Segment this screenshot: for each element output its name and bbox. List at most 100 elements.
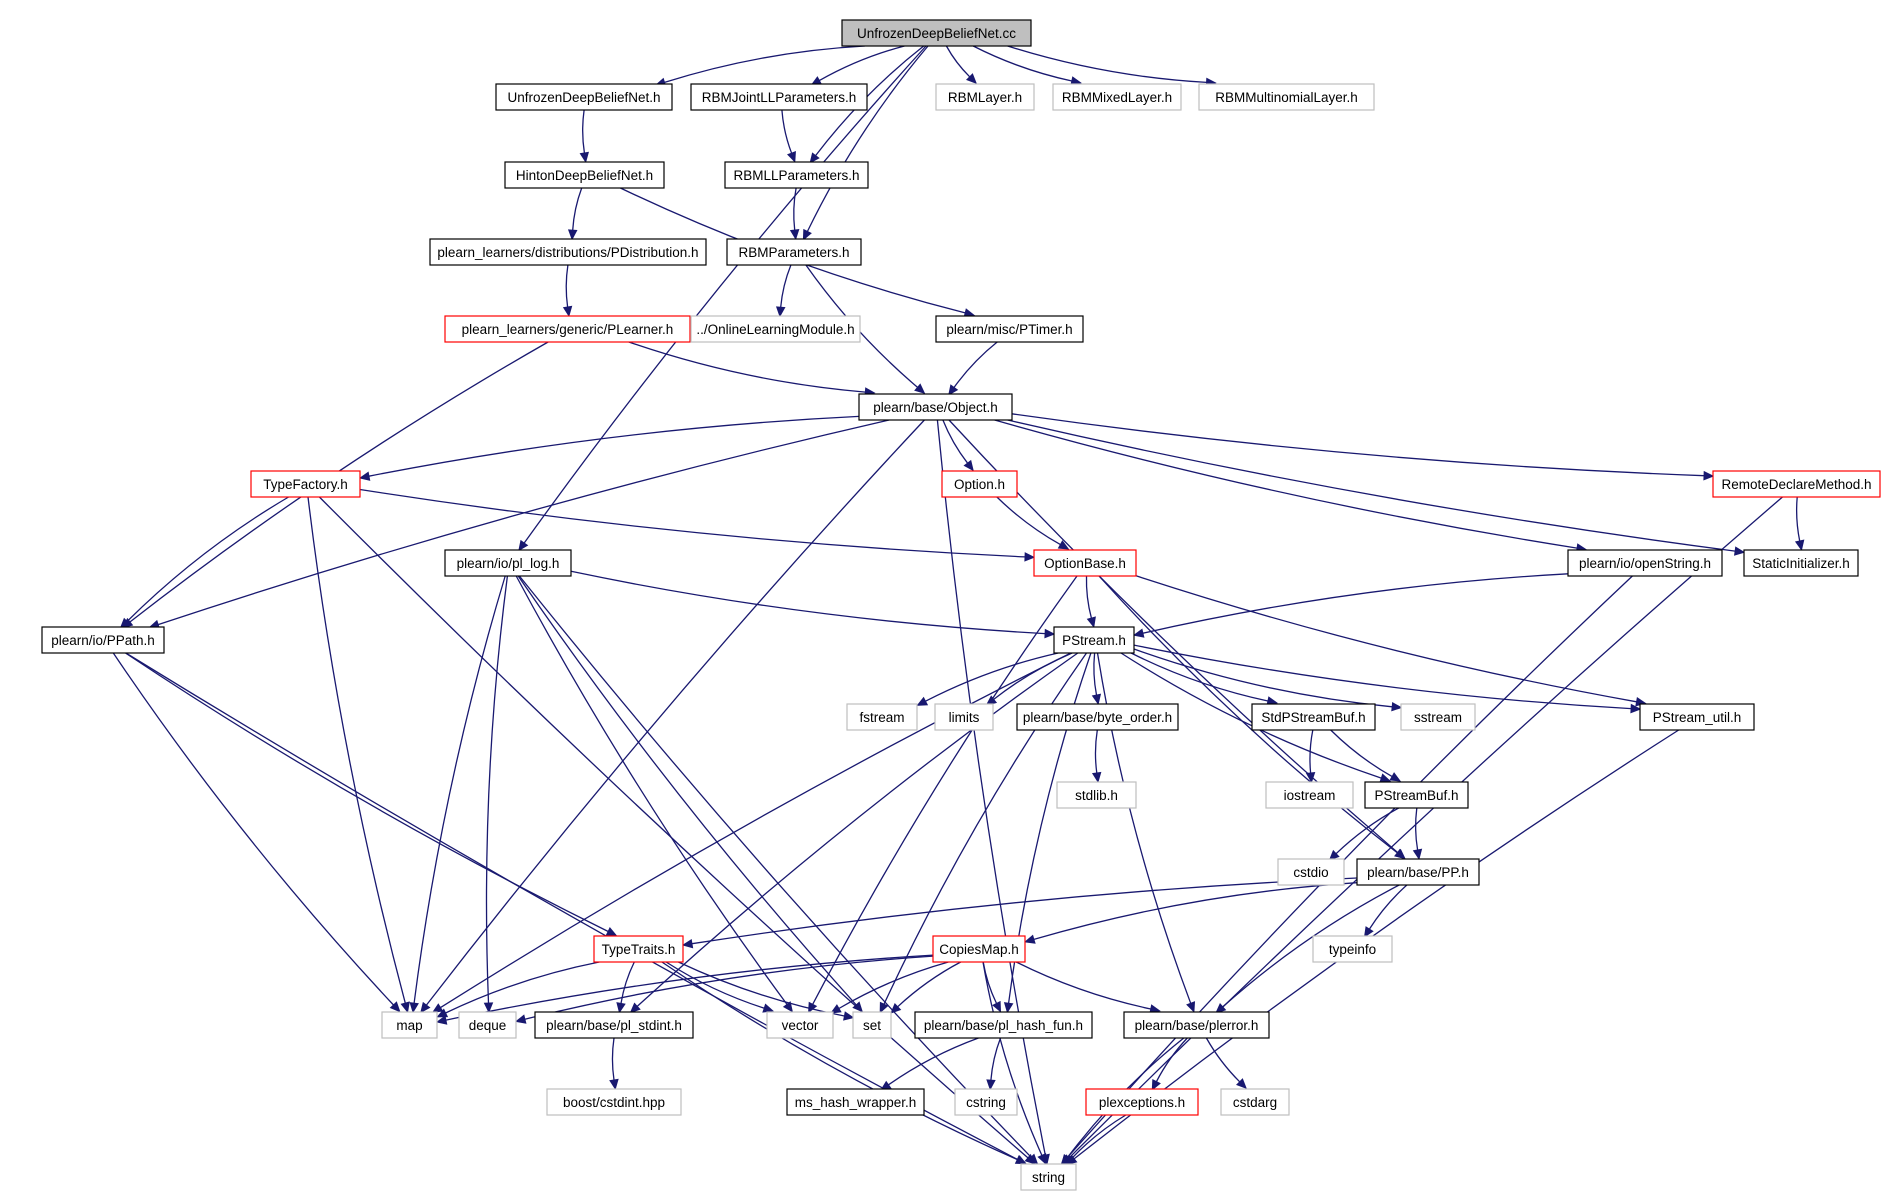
node-pllog[interactable]: plearn/io/pl_log.h	[444, 549, 572, 577]
node-plearner[interactable]: plearn_learners/generic/PLearner.h	[444, 315, 691, 343]
node-rbmmixed: RBMMixedLayer.h	[1052, 83, 1182, 111]
edge-line	[1011, 413, 1705, 477]
edge-line	[1309, 729, 1314, 774]
edge-line	[897, 961, 962, 1008]
edge-pp-to-typetraits	[681, 877, 1358, 949]
node-string: string	[1020, 1163, 1077, 1191]
node-label: plearn/io/pl_log.h	[457, 556, 560, 571]
node-stdpsbuf[interactable]: StdPStreamBuf.h	[1251, 703, 1376, 731]
edge-typefactory-to-string	[318, 496, 1036, 1165]
node-label: PStreamBuf.h	[1374, 788, 1458, 803]
node-byteorder[interactable]: plearn/base/byte_order.h	[1016, 703, 1179, 731]
node-openstring[interactable]: plearn/io/openString.h	[1567, 549, 1723, 577]
node-plexceptions[interactable]: plexceptions.h	[1085, 1088, 1199, 1116]
node-typetraits[interactable]: TypeTraits.h	[593, 935, 684, 963]
node-rbmparams[interactable]: RBMParameters.h	[726, 238, 862, 266]
edge-arrowhead	[681, 938, 694, 949]
edge-pdist-to-plearner	[562, 264, 573, 318]
node-label: HintonDeepBeliefNet.h	[516, 168, 653, 183]
edge-arrowhead	[389, 1001, 401, 1013]
edge-arrowhead	[916, 696, 929, 706]
node-psbuf[interactable]: PStreamBuf.h	[1364, 781, 1469, 809]
node-copiesmap[interactable]: CopiesMap.h	[932, 935, 1026, 963]
node-box	[1016, 703, 1179, 731]
node-pp[interactable]: plearn/base/PP.h	[1356, 858, 1480, 886]
edge-arrowhead	[789, 229, 800, 241]
node-map: map	[381, 1011, 438, 1039]
edge-typetraits-to-stdint	[616, 961, 635, 1014]
node-label: plearn/base/pl_stdint.h	[546, 1018, 682, 1033]
node-mshash[interactable]: ms_hash_wrapper.h	[786, 1088, 925, 1116]
node-hinton[interactable]: HintonDeepBeliefNet.h	[504, 161, 665, 189]
edge-line	[1071, 1114, 1127, 1159]
node-box	[504, 161, 665, 189]
node-label: map	[396, 1018, 422, 1033]
node-box	[1400, 703, 1476, 731]
edge-line	[888, 1037, 979, 1086]
edge-line	[517, 575, 857, 1006]
node-box	[934, 703, 994, 731]
dependency-edges	[112, 45, 1805, 1166]
node-plerror[interactable]: plearn/base/plerror.h	[1123, 1011, 1270, 1039]
edge-arrowhead	[483, 1002, 494, 1014]
edge-line	[1330, 729, 1393, 778]
edge-line	[368, 415, 860, 477]
edge-arrowhead	[436, 1008, 449, 1018]
node-hashfun[interactable]: plearn/base/pl_hash_fun.h	[914, 1011, 1093, 1039]
node-pdist[interactable]: plearn_learners/distributions/PDistribut…	[429, 238, 707, 266]
edge-line	[781, 109, 793, 154]
edge-hashfun-to-mshash	[880, 1037, 979, 1091]
edge-pstream-to-sstream	[1133, 648, 1403, 712]
node-option[interactable]: Option.h	[941, 470, 1018, 498]
node-rbmll[interactable]: RBMLLParameters.h	[724, 161, 869, 189]
node-staticinit[interactable]: StaticInitializer.h	[1743, 549, 1859, 577]
node-ppath[interactable]: plearn/io/PPath.h	[41, 626, 165, 654]
node-psutil[interactable]: PStream_util.h	[1639, 703, 1755, 731]
edge-arrowhead	[1091, 771, 1102, 784]
node-root[interactable]: UnfrozenDeepBeliefNet.cc	[841, 19, 1032, 47]
node-box	[724, 161, 869, 189]
edge-line	[582, 109, 586, 154]
edge-root-to-rbmjoint	[810, 45, 905, 86]
edge-arrowhead	[435, 1015, 448, 1025]
edge-line	[413, 575, 506, 1004]
edge-arrowhead	[1703, 470, 1715, 481]
node-pstream[interactable]: PStream.h	[1053, 626, 1135, 654]
node-object[interactable]: plearn/base/Object.h	[858, 393, 1013, 421]
edge-arrowhead	[1057, 540, 1070, 550]
node-box	[954, 1088, 1018, 1116]
node-optionbase[interactable]: OptionBase.h	[1033, 549, 1137, 577]
node-udbn_h[interactable]: UnfrozenDeepBeliefNet.h	[495, 83, 673, 111]
node-box	[1743, 549, 1859, 577]
edge-root-to-rbmmixed	[972, 45, 1082, 86]
edge-arrowhead	[609, 1078, 619, 1091]
edge-line	[1414, 807, 1419, 851]
node-label: plearn_learners/distributions/PDistribut…	[437, 245, 698, 260]
node-ptimer[interactable]: plearn/misc/PTimer.h	[935, 315, 1084, 343]
node-stdint[interactable]: plearn/base/pl_stdint.h	[534, 1011, 694, 1039]
node-label: limits	[949, 710, 980, 725]
node-rbmjoint[interactable]: RBMJointLLParameters.h	[690, 83, 868, 111]
edge-object-to-staticinit	[1007, 419, 1746, 556]
node-box	[1056, 781, 1137, 809]
node-box	[766, 1011, 834, 1039]
edge-line	[665, 961, 765, 1009]
edge-line	[572, 187, 583, 231]
edge-line	[125, 652, 609, 933]
edge-line	[1142, 573, 1569, 634]
edge-arrowhead	[1630, 703, 1642, 714]
edge-pllog-to-string	[518, 575, 1039, 1165]
node-remote[interactable]: RemoteDeclareMethod.h	[1712, 470, 1881, 498]
edge-object-to-map	[420, 419, 925, 1014]
edge-arrowhead	[409, 1002, 419, 1014]
node-label: plearn/base/Object.h	[873, 400, 998, 415]
edge-line	[636, 652, 1079, 1007]
node-label: plearn/base/PP.h	[1367, 865, 1469, 880]
edge-line	[307, 496, 406, 1004]
node-label: string	[1032, 1170, 1065, 1185]
node-box	[841, 19, 1032, 47]
node-typefactory[interactable]: TypeFactory.h	[250, 470, 361, 498]
node-rbmlayer: RBMLayer.h	[935, 83, 1035, 111]
edge-rbmjoint-to-rbmll	[781, 109, 796, 163]
node-label: sstream	[1414, 710, 1462, 725]
